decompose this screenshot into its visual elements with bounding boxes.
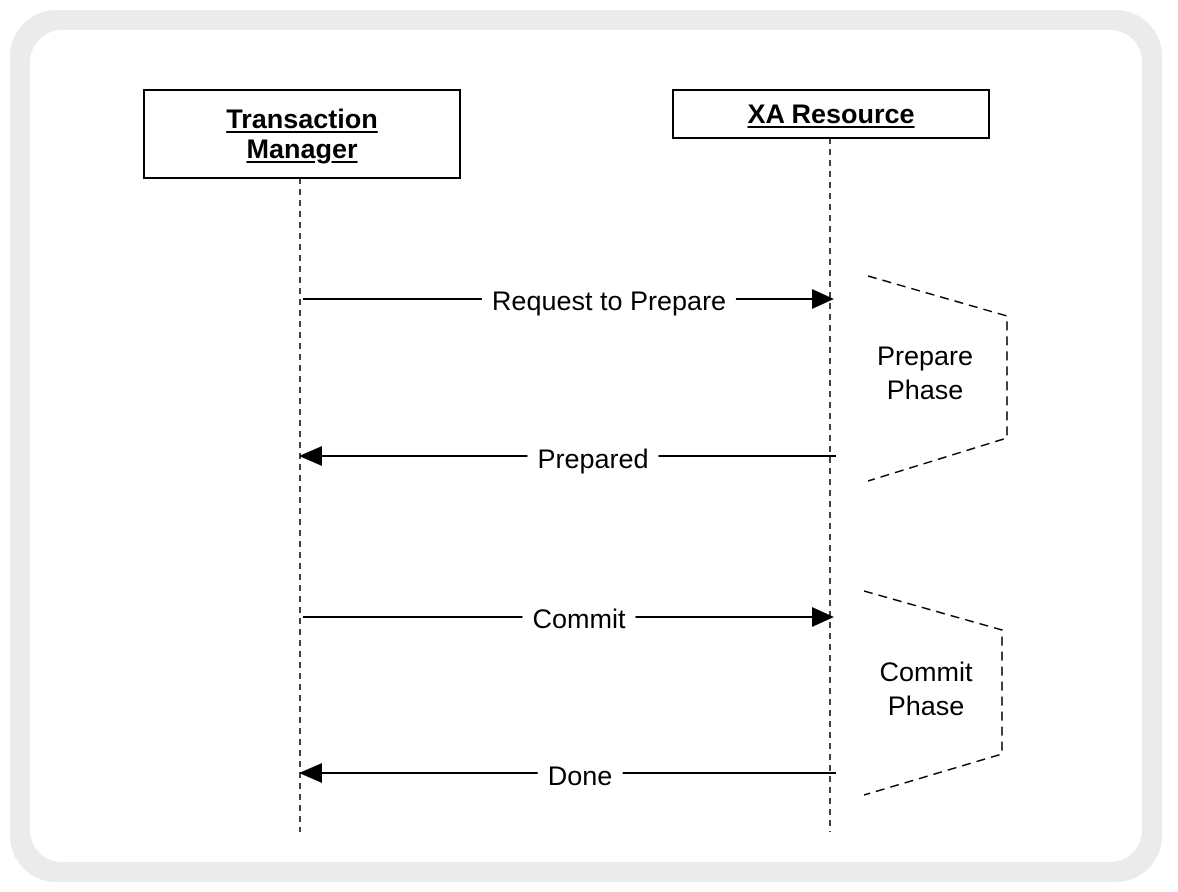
participant-xa-resource-label: XA Resource bbox=[747, 99, 915, 129]
phase-prepare-label: Prepare Phase bbox=[876, 341, 974, 405]
message-request-to-prepare: Request to Prepare bbox=[481, 285, 737, 317]
arrowhead-prepared bbox=[299, 446, 322, 466]
message-commit: Commit bbox=[522, 603, 636, 635]
message-prepared: Prepared bbox=[527, 443, 659, 475]
arrowhead-request-to-prepare bbox=[812, 289, 834, 309]
participant-transaction-manager: Transaction Manager bbox=[143, 89, 461, 179]
phase-commit-label: Commit Phase bbox=[879, 657, 973, 721]
arrowhead-done bbox=[299, 763, 322, 783]
message-done: Done bbox=[537, 760, 623, 792]
participant-transaction-manager-label: Transaction Manager bbox=[226, 104, 378, 164]
arrowhead-commit bbox=[812, 607, 834, 627]
participant-xa-resource: XA Resource bbox=[672, 89, 990, 139]
